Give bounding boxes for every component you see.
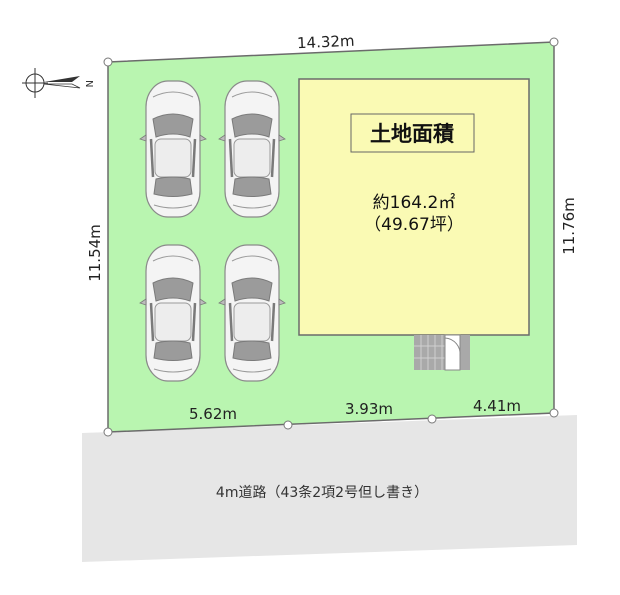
- area-title: 土地面積: [370, 122, 455, 146]
- car-icon: [217, 79, 287, 219]
- lot-corner-marker: [103, 427, 113, 437]
- north-arrow-icon: N: [22, 68, 94, 98]
- dimension-top: 14.32m: [297, 32, 355, 52]
- dimension-left: 11.54m: [86, 224, 104, 282]
- road-area: [82, 415, 577, 562]
- car-icon: [217, 243, 287, 383]
- dimension-bottom-middle: 3.93m: [345, 400, 393, 418]
- north-label: N: [83, 80, 94, 87]
- car-icon: [138, 243, 208, 383]
- dimension-right: 11.76m: [560, 197, 578, 255]
- entrance-stairs: [414, 334, 470, 371]
- dimension-bottom-right: 4.41m: [473, 397, 521, 415]
- area-tsubo: （49.67坪）: [364, 215, 464, 235]
- lot-corner-marker: [549, 37, 559, 47]
- boundary-point-marker: [283, 420, 293, 430]
- road-label: 4m道路（43条2項2号但し書き）: [216, 484, 428, 501]
- dimension-bottom-left: 5.62m: [189, 405, 237, 423]
- car-icon: [138, 79, 208, 219]
- area-title-box: [350, 113, 475, 153]
- lot-corner-marker: [103, 57, 113, 67]
- boundary-point-marker: [427, 414, 437, 424]
- area-sqm: 約164.2㎡: [373, 193, 456, 213]
- lot-corner-marker: [549, 408, 559, 418]
